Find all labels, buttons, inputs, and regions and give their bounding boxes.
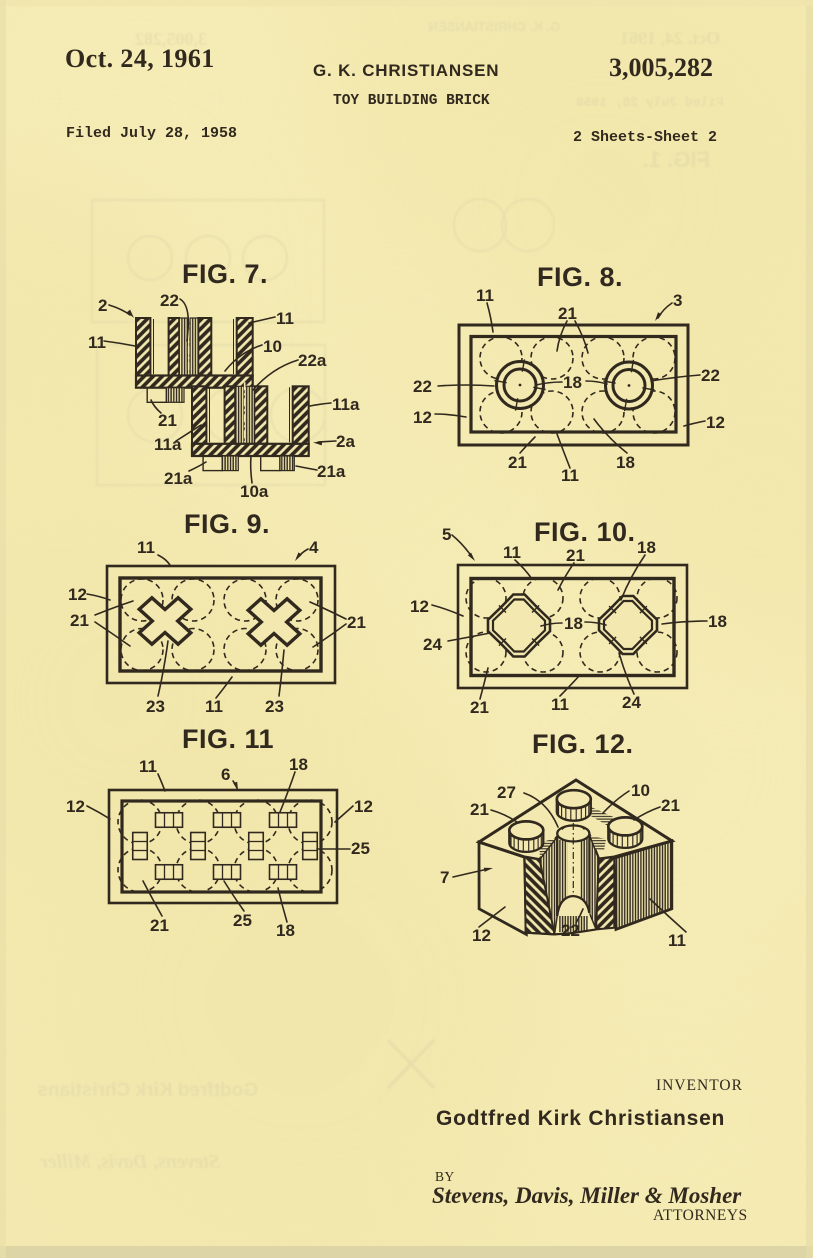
svg-text:G. K. CHRISTIANSEN: G. K. CHRISTIANSEN (313, 61, 499, 80)
svg-text:Oct. 24, 1961: Oct. 24, 1961 (65, 44, 215, 73)
svg-text:4: 4 (309, 538, 319, 557)
svg-text:11: 11 (551, 695, 569, 714)
svg-text:21: 21 (158, 411, 177, 430)
svg-text:21: 21 (661, 796, 680, 815)
svg-text:BY: BY (435, 1169, 455, 1184)
svg-text:24: 24 (622, 693, 641, 712)
svg-text:25: 25 (351, 839, 370, 858)
svg-text:FIG. 12.: FIG. 12. (532, 729, 634, 759)
svg-text:Stevens, Davis, Miller & Moshe: Stevens, Davis, Miller & Mosher (432, 1183, 742, 1208)
svg-text:10: 10 (263, 337, 282, 356)
svg-text:FIG. 8.: FIG. 8. (537, 262, 623, 292)
svg-text:22: 22 (160, 291, 179, 310)
svg-text:FIG. 10.: FIG. 10. (534, 517, 636, 547)
svg-text:21: 21 (566, 546, 585, 565)
svg-text:3,005,282: 3,005,282 (609, 53, 713, 82)
svg-text:18: 18 (563, 373, 582, 392)
svg-text:21: 21 (470, 800, 489, 819)
svg-text:21: 21 (150, 916, 169, 935)
svg-text:ATTORNEYS: ATTORNEYS (653, 1207, 748, 1224)
svg-text:10a: 10a (240, 482, 269, 501)
svg-text:11: 11 (88, 333, 106, 352)
svg-text:18: 18 (289, 755, 308, 774)
svg-text:18: 18 (276, 921, 295, 940)
svg-text:5: 5 (442, 525, 451, 544)
svg-text:11: 11 (668, 931, 686, 950)
svg-text:23: 23 (265, 697, 284, 716)
svg-text:22: 22 (413, 377, 432, 396)
svg-text:12: 12 (66, 797, 85, 816)
svg-text:FIG. 9.: FIG. 9. (184, 509, 270, 539)
svg-text:G. K. CHRISTIANSEN: G. K. CHRISTIANSEN (429, 19, 560, 34)
svg-text:11: 11 (503, 543, 521, 562)
svg-text:12: 12 (410, 597, 429, 616)
svg-text:21a: 21a (164, 469, 193, 488)
svg-text:7: 7 (440, 868, 449, 887)
svg-text:2 Sheets-Sheet 2: 2 Sheets-Sheet 2 (573, 129, 717, 146)
svg-text:3: 3 (673, 291, 682, 310)
svg-text:18: 18 (708, 612, 727, 631)
svg-text:11: 11 (476, 286, 494, 305)
svg-text:18: 18 (637, 538, 656, 557)
svg-text:11: 11 (139, 757, 157, 776)
svg-text:Stevens, Davis, Miller: Stevens, Davis, Miller (40, 1151, 220, 1173)
svg-text:2a: 2a (336, 432, 355, 451)
svg-text:21: 21 (347, 613, 366, 632)
svg-text:27: 27 (497, 783, 516, 802)
svg-text:Godtfred Kirk Christiansen: Godtfred Kirk Christiansen (436, 1107, 725, 1130)
svg-text:12: 12 (354, 797, 373, 816)
svg-text:22: 22 (701, 366, 720, 385)
svg-text:21: 21 (558, 304, 577, 323)
svg-text:2: 2 (98, 296, 107, 315)
svg-text:FIG. 11: FIG. 11 (182, 724, 274, 754)
svg-text:12: 12 (68, 585, 87, 604)
svg-text:21: 21 (508, 453, 527, 472)
svg-text:Godtfred Kirk Christians: Godtfred Kirk Christians (37, 1080, 258, 1101)
svg-text:11a: 11a (332, 395, 360, 414)
svg-text:Filed July 28, 1958: Filed July 28, 1958 (66, 125, 237, 142)
svg-text:6: 6 (221, 765, 230, 784)
svg-text:21: 21 (70, 611, 89, 630)
svg-text:TOY BUILDING BRICK: TOY BUILDING BRICK (333, 93, 490, 109)
svg-text:11: 11 (137, 538, 155, 557)
svg-text:11: 11 (276, 309, 294, 328)
svg-text:12: 12 (472, 926, 491, 945)
svg-text:18: 18 (564, 614, 583, 633)
svg-text:18: 18 (616, 453, 635, 472)
svg-text:11a: 11a (154, 435, 182, 454)
svg-text:Oct. 24, 1961: Oct. 24, 1961 (620, 28, 720, 48)
svg-text:12: 12 (706, 413, 725, 432)
svg-text:10: 10 (631, 781, 650, 800)
svg-text:3,005,282: 3,005,282 (135, 29, 207, 49)
svg-text:12: 12 (413, 408, 432, 427)
svg-text:22: 22 (561, 921, 580, 940)
svg-text:22a: 22a (298, 351, 327, 370)
svg-text:FIG. 7.: FIG. 7. (182, 259, 268, 289)
svg-text:24: 24 (423, 635, 442, 654)
svg-text:INVENTOR: INVENTOR (656, 1077, 743, 1094)
svg-text:FIG. 1.: FIG. 1. (643, 147, 710, 172)
svg-text:11: 11 (561, 466, 579, 485)
svg-text:21a: 21a (317, 462, 346, 481)
svg-text:11: 11 (205, 697, 223, 716)
svg-text:25: 25 (233, 911, 252, 930)
svg-text:Filed July 28, 1958: Filed July 28, 1958 (576, 95, 724, 110)
svg-text:23: 23 (146, 697, 165, 716)
svg-text:21: 21 (470, 698, 489, 717)
